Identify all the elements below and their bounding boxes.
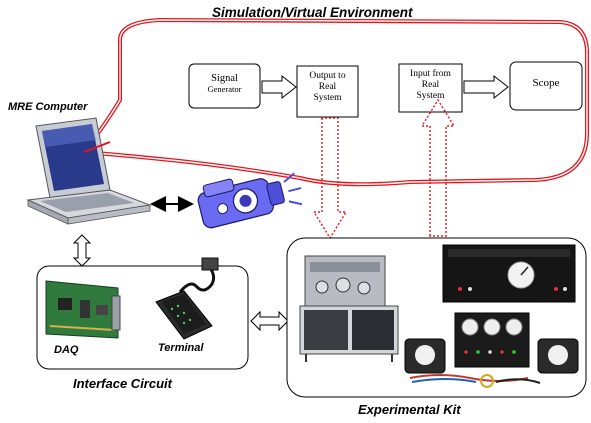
- dashed-red-arrow-down: [312, 117, 348, 240]
- laptop-icon: [26, 117, 152, 225]
- signal-generator-text: Signal Generator: [207, 73, 242, 94]
- signal-generator-block: [188, 63, 261, 109]
- terminal-label: Terminal: [158, 342, 204, 354]
- dashed-red-arrow-up: [420, 98, 456, 237]
- hollow-double-arrow-vertical: [72, 234, 92, 267]
- lab-equipment-icon: [299, 255, 399, 362]
- video-camera-icon: [197, 172, 303, 229]
- computer-label: MRE Computer: [8, 101, 88, 113]
- output-to-real-system-block: [296, 65, 359, 118]
- daq-card-icon: [45, 280, 121, 339]
- interface-circuit-label: Interface Circuit: [73, 376, 172, 391]
- red-link-line: [83, 141, 111, 153]
- input-from-real-system-text: Input from Real System: [410, 69, 451, 101]
- input-from-real-system-block: [398, 63, 463, 113]
- hollow-arrow: [261, 74, 509, 100]
- experimental-kit-label: Experimental Kit: [358, 402, 461, 417]
- scope-block: [509, 61, 583, 111]
- meter-board-icon: [404, 312, 579, 388]
- daq-label: DAQ: [54, 344, 79, 356]
- diagram-title: Simulation/Virtual Environment: [212, 5, 413, 20]
- terminal-block-icon: [155, 257, 219, 340]
- scope-text: Scope: [532, 77, 560, 89]
- control-panel-icon: [442, 244, 576, 303]
- output-to-real-system-text: Output to Real System: [309, 71, 346, 103]
